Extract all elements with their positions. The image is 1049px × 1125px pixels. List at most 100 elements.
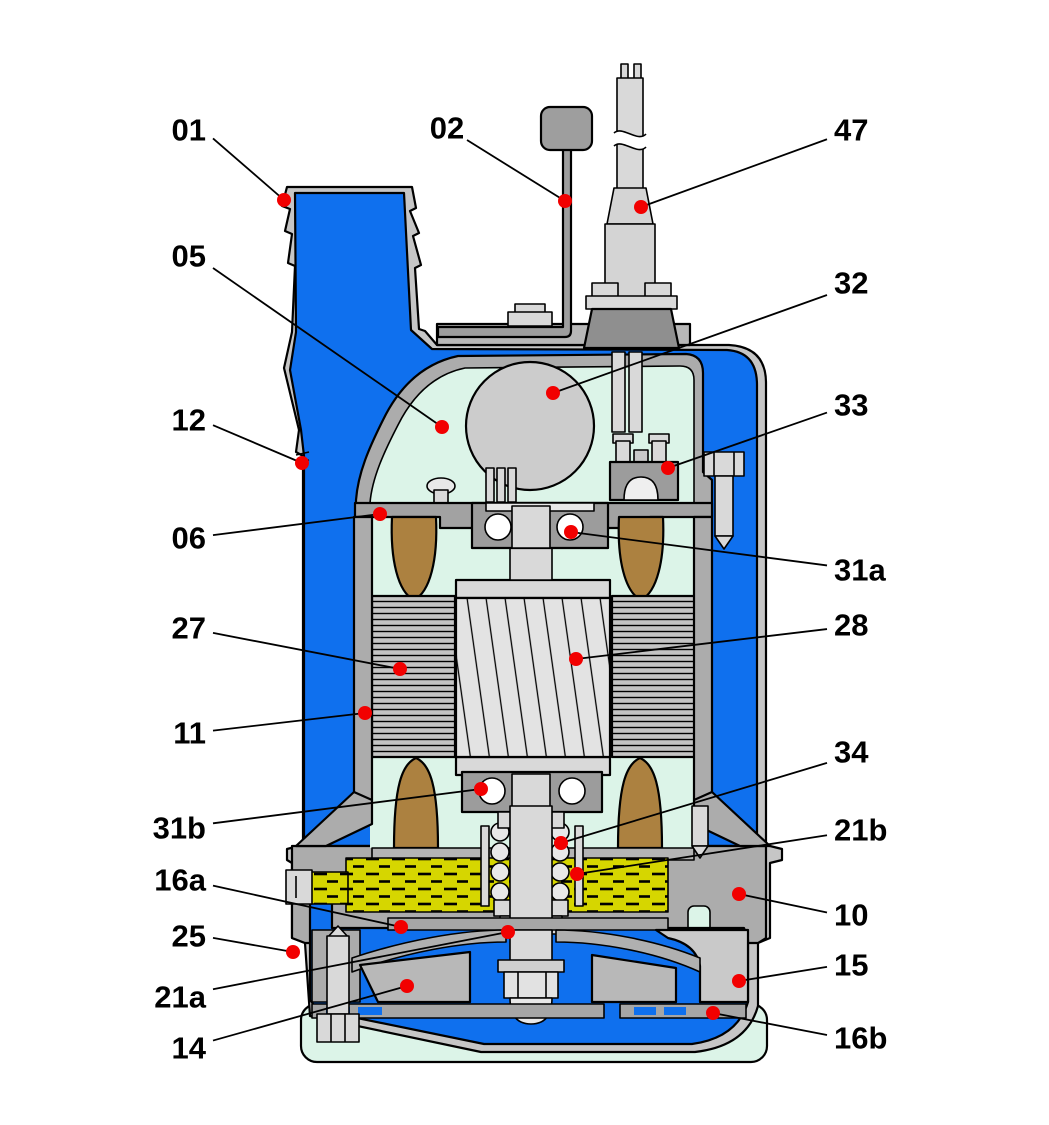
callout-label-12: 12 (172, 403, 206, 438)
leader-line-27 (212, 632, 401, 670)
impeller-nut (503, 971, 559, 999)
casing-stud-shank (691, 805, 709, 847)
shaft-through-seal (509, 805, 553, 933)
callout-dot-12 (295, 456, 309, 470)
rotor-end-ring-top (454, 578, 612, 600)
handle-grip (539, 105, 594, 152)
callout-label-47: 47 (834, 113, 868, 148)
callout-label-33: 33 (834, 388, 868, 423)
leader-line-02 (466, 139, 566, 202)
stator-windings (390, 515, 665, 850)
suction-slot (634, 1007, 656, 1015)
callout-dot-10 (732, 887, 746, 901)
capacitor (464, 360, 596, 492)
leader-line-10 (738, 893, 828, 914)
leader-line-11 (212, 712, 366, 732)
callout-label-06: 06 (172, 521, 206, 556)
callout-dot-21a (501, 925, 515, 939)
shaft-bottom (509, 929, 553, 965)
motor-casing-left (352, 515, 374, 802)
leader-line-32 (552, 294, 828, 394)
callout-label-32: 32 (834, 266, 868, 301)
rotor-core (454, 596, 612, 759)
wear-plate-top (387, 917, 669, 931)
base-bolt-head (316, 1013, 360, 1043)
callout-label-34: 34 (834, 735, 869, 770)
oil-fill-channel (309, 871, 349, 905)
leader-line-15 (738, 966, 828, 982)
base-bolt-shank (326, 935, 350, 1015)
impeller-vane-left (358, 950, 472, 1004)
cable-gland-base (582, 307, 681, 350)
seal-spring-coil (490, 882, 510, 902)
suction-plate-left (311, 1003, 605, 1019)
leader-line-16a (212, 884, 402, 928)
stator-core-left (370, 594, 457, 759)
callout-dot-21b (570, 867, 584, 881)
cable-break-line (613, 130, 647, 138)
callout-dot-11 (358, 706, 372, 720)
callout-label-16b: 16b (834, 1021, 887, 1056)
callout-label-02: 02 (430, 111, 464, 146)
suction-plate (311, 1003, 747, 1019)
impeller (351, 929, 701, 1025)
callout-label-16a: 16a (154, 863, 206, 898)
motor-casing-right (692, 515, 714, 802)
jacket-seam (295, 451, 310, 456)
callout-dot-01 (277, 193, 291, 207)
callout-dot-06 (373, 507, 387, 521)
callout-dot-31b (474, 782, 488, 796)
handle-bolt (507, 311, 553, 327)
callout-dot-34 (554, 836, 568, 850)
callout-label-11: 11 (173, 716, 206, 751)
callout-dot-32 (546, 386, 560, 400)
cable-break-gap (614, 130, 646, 150)
winding-wedge-1 (485, 467, 495, 503)
leader-line-47 (640, 138, 828, 208)
callout-dot-14 (400, 979, 414, 993)
callout-label-31b: 31b (153, 811, 206, 846)
callout-dot-33 (661, 461, 675, 475)
leader-line-14 (212, 985, 408, 1042)
leader-line-01 (212, 137, 285, 201)
mechanical-seal (480, 805, 584, 935)
seal-sleeve-right (574, 825, 584, 907)
callout-label-15: 15 (834, 948, 868, 983)
leader-line-31a (570, 531, 828, 567)
callout-dot-47 (634, 200, 648, 214)
callout-label-31a: 31a (834, 553, 886, 588)
terminal-dome (623, 476, 659, 501)
cover-bolt-tip (714, 535, 734, 550)
seal-spring-coil (550, 882, 570, 902)
shaft-through-upper-bearing (511, 505, 551, 549)
gland-nut-right (644, 282, 672, 298)
winding-wedge-3 (507, 467, 517, 503)
callout-label-14: 14 (172, 1031, 207, 1066)
impeller-washer (497, 959, 565, 973)
callout-label-27: 27 (172, 611, 206, 646)
gland-nut-left (591, 282, 619, 298)
callout-dot-25 (286, 945, 300, 959)
callout-label-05: 05 (172, 239, 206, 274)
leader-line-33 (667, 411, 828, 469)
callout-label-10: 10 (834, 898, 868, 933)
seal-spring-coil (550, 862, 570, 882)
callout-dot-15 (732, 974, 746, 988)
cable-lead-left (611, 351, 626, 433)
leader-line-16b (712, 1012, 828, 1036)
callout-label-01: 01 (172, 113, 206, 148)
gland-flange (585, 295, 678, 310)
cable-lead-right (628, 351, 643, 433)
base-bolt (316, 925, 360, 1043)
shaft-upper (509, 543, 553, 581)
suction-slot (358, 1007, 382, 1015)
seal-sleeve-left (480, 825, 490, 907)
callout-dot-05 (435, 420, 449, 434)
callout-dot-28 (569, 652, 583, 666)
callout-dot-02 (558, 194, 572, 208)
stator-core-right (610, 594, 697, 759)
cover-bolt-shank (714, 475, 734, 537)
casing-stud-tip (691, 845, 709, 859)
